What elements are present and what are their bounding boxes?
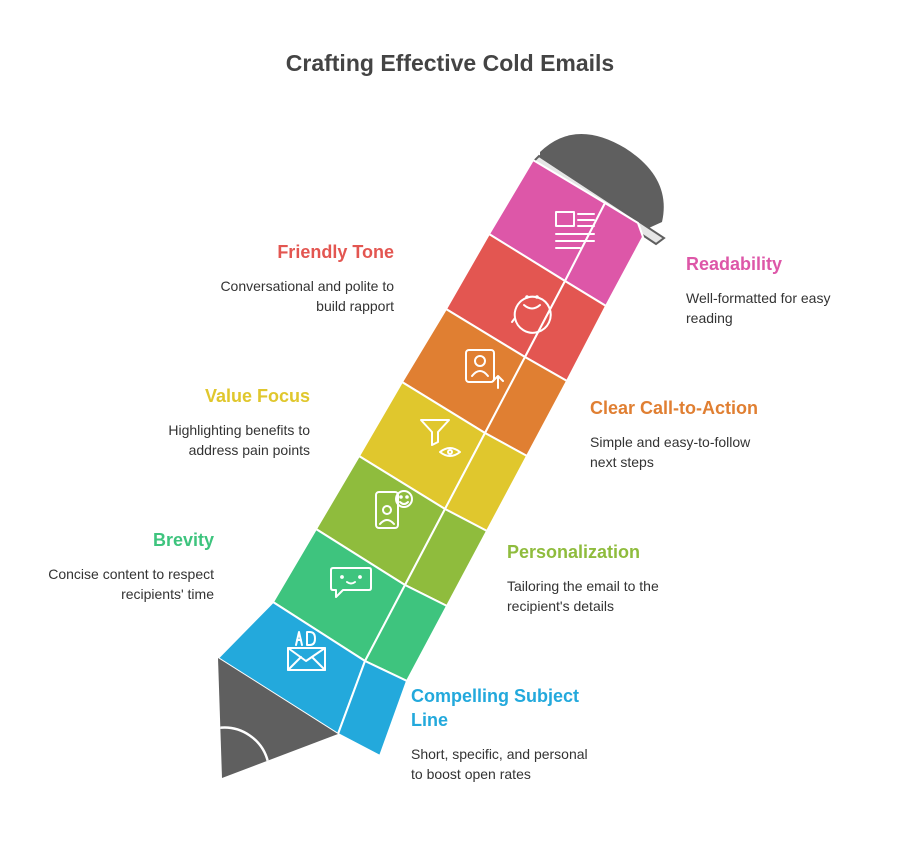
label-call-to-action: Clear Call-to-Action bbox=[590, 398, 759, 418]
label-subject-line: Compelling Subject Line bbox=[411, 686, 580, 730]
description-personalization: Tailoring the email to the recipient's d… bbox=[507, 578, 659, 614]
smile-chat-icon bbox=[511, 295, 552, 334]
phone-user-icon bbox=[375, 490, 413, 529]
document-icon bbox=[555, 211, 595, 249]
description-call-to-action: Simple and easy-to-follow next steps bbox=[590, 434, 751, 470]
chat-bubble-icon bbox=[330, 567, 372, 598]
pencil-tip bbox=[218, 658, 338, 778]
user-upload-icon bbox=[465, 349, 504, 389]
description-friendly-tone: Conversational and polite to build rappo… bbox=[220, 278, 394, 314]
pencil-cap bbox=[540, 133, 664, 232]
description-readability: Well-formatted for easy reading bbox=[686, 290, 831, 326]
description-subject-line: Short, specific, and personal to boost o… bbox=[411, 746, 588, 782]
ad-mail-icon bbox=[287, 631, 326, 671]
page-title: Crafting Effective Cold Emails bbox=[285, 50, 615, 76]
pencil-segments bbox=[217, 159, 644, 757]
label-personalization: Personalization bbox=[507, 542, 641, 562]
label-brevity: Brevity bbox=[152, 530, 214, 550]
label-readability: Readability bbox=[686, 254, 783, 274]
label-friendly-tone: Friendly Tone bbox=[277, 242, 394, 262]
description-brevity: Concise content to respect recipients' t… bbox=[48, 566, 214, 602]
funnel-eye-icon bbox=[420, 419, 461, 457]
label-value-focus: Value Focus bbox=[204, 386, 310, 406]
description-value-focus: Highlighting benefits to address pain po… bbox=[168, 422, 310, 458]
